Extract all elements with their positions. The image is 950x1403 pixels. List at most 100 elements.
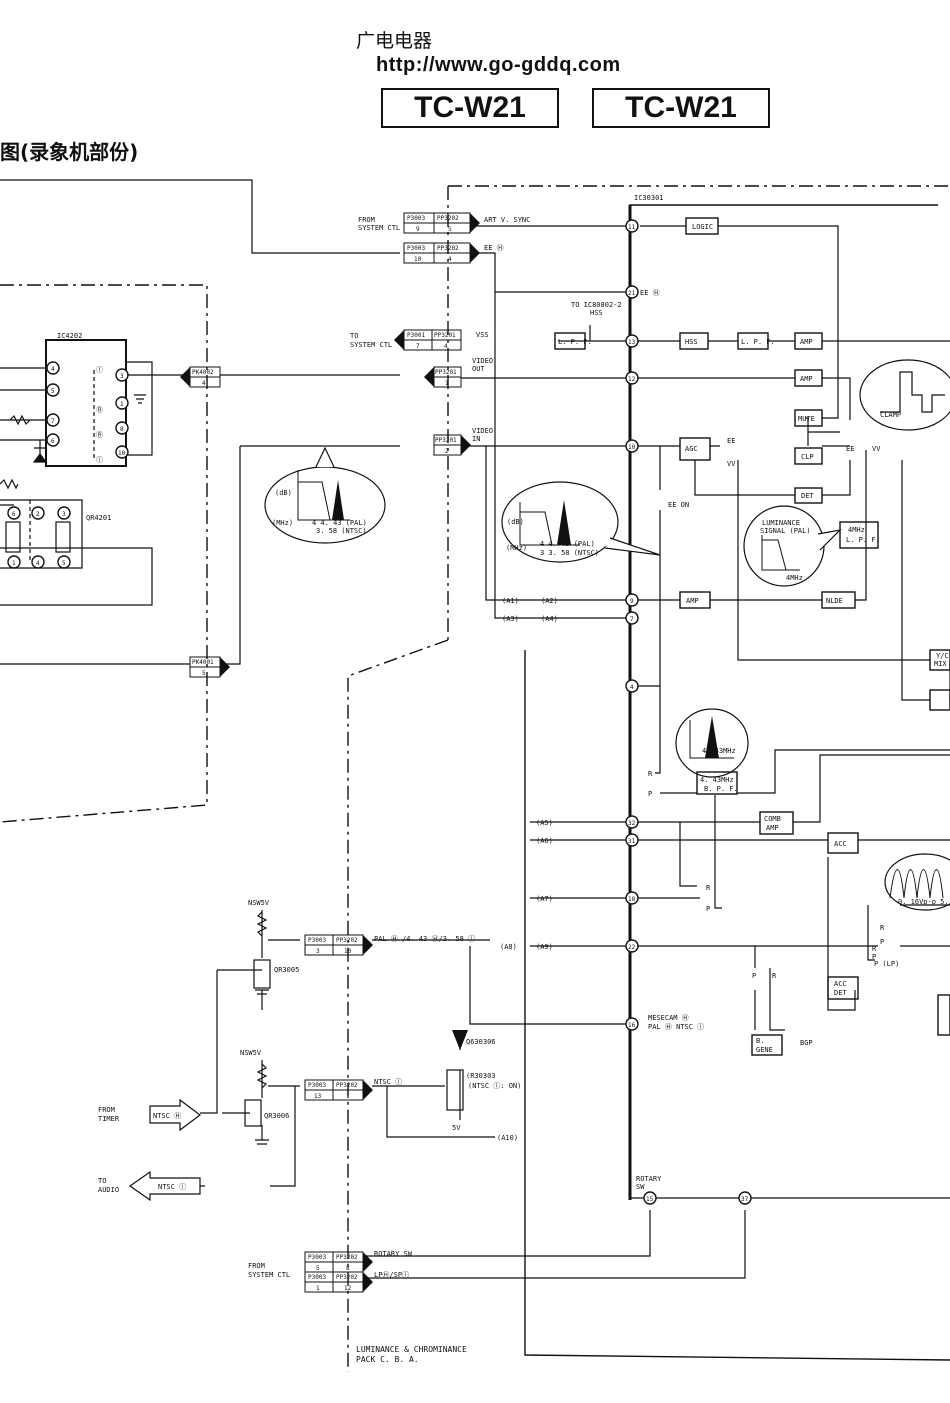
svg-text:5: 5 <box>62 560 66 567</box>
svg-text:AMP: AMP <box>800 375 813 383</box>
svg-text:(A4): (A4) <box>541 615 558 623</box>
svg-text:CLP: CLP <box>801 453 814 461</box>
svg-text:GENE: GENE <box>756 1046 773 1054</box>
svg-text:(dB): (dB) <box>275 489 292 497</box>
svg-text:HSS: HSS <box>685 338 698 346</box>
ic4202-body <box>45 339 127 467</box>
svg-text:5V: 5V <box>452 1124 461 1132</box>
svg-text:22: 22 <box>628 944 636 951</box>
svg-text:(A3): (A3) <box>502 615 519 623</box>
svg-text:PAL Ⓗ NTSC ⓛ: PAL Ⓗ NTSC ⓛ <box>648 1023 704 1031</box>
svg-text:CLAMP: CLAMP <box>880 411 901 419</box>
svg-text:4 4. 43 (PAL): 4 4. 43 (PAL) <box>312 519 367 527</box>
svg-text:Ⓡ: Ⓡ <box>96 406 103 414</box>
svg-text:SYSTEM CTL: SYSTEM CTL <box>248 1271 290 1279</box>
svg-text:ⓛ: ⓛ <box>96 456 103 464</box>
svg-text:13: 13 <box>628 339 636 346</box>
svg-text:L. P. F.: L. P. F. <box>846 536 880 544</box>
svg-text:PP3201: PP3201 <box>434 332 456 339</box>
svg-text:5: 5 <box>202 670 206 677</box>
svg-text:EE Ⓗ: EE Ⓗ <box>640 289 660 297</box>
svg-text:LPⒽ/SPⓛ: LPⒽ/SPⓛ <box>374 1271 409 1279</box>
svg-text:PK4002: PK4002 <box>192 369 214 376</box>
svg-text:NTSC Ⓗ: NTSC Ⓗ <box>153 1112 181 1120</box>
svg-text:31: 31 <box>628 838 636 845</box>
svg-text:TO IC80802-2: TO IC80802-2 <box>571 301 622 309</box>
ground-symbols <box>32 394 269 1145</box>
svg-text:AUDIO: AUDIO <box>98 1186 119 1194</box>
svg-text:VSS: VSS <box>476 331 489 339</box>
svg-text:Ⓡ: Ⓡ <box>96 431 103 439</box>
svg-text:1: 1 <box>445 380 449 387</box>
svg-text:AMP: AMP <box>800 338 813 346</box>
svg-text:(A1): (A1) <box>502 597 519 605</box>
svg-text:PP3202: PP3202 <box>336 1274 358 1281</box>
site-url[interactable]: http://www.go-gddq.com <box>376 54 621 76</box>
svg-text:P: P <box>706 905 710 913</box>
svg-text:IN: IN <box>472 435 480 443</box>
svg-text:TIMER: TIMER <box>98 1115 120 1123</box>
svg-text:NTSC ⓛ: NTSC ⓛ <box>374 1078 402 1086</box>
svg-text:AMP: AMP <box>766 824 779 832</box>
svg-text:5: 5 <box>316 1265 320 1272</box>
svg-text:R: R <box>872 945 877 953</box>
svg-text:3 3. 58 (NTSC): 3 3. 58 (NTSC) <box>540 549 599 557</box>
svg-text:MIX: MIX <box>934 660 947 668</box>
svg-text:VV: VV <box>727 460 736 468</box>
svg-text:ROTARY: ROTARY <box>636 1175 662 1183</box>
filter-peaks <box>332 480 719 758</box>
svg-text:OUT: OUT <box>472 365 485 373</box>
svg-text:PAL Ⓗ /4. 43 Ⓗ/3. 58 ⓛ: PAL Ⓗ /4. 43 Ⓗ/3. 58 ⓛ <box>374 935 475 943</box>
svg-text:P3003: P3003 <box>407 215 425 222</box>
svg-text:4: 4 <box>51 366 55 373</box>
svg-text:4. 43MHz: 4. 43MHz <box>700 776 734 784</box>
svg-text:QR3005: QR3005 <box>274 966 299 974</box>
svg-text:(A7): (A7) <box>536 895 553 903</box>
svg-text:LUMINANCE & CHROMINANCE: LUMINANCE & CHROMINANCE <box>356 1345 467 1354</box>
from-timer-arrow <box>149 1098 201 1132</box>
svg-text:0. 16Vp-p 5.: 0. 16Vp-p 5. <box>898 898 949 906</box>
svg-text:DET: DET <box>801 492 814 500</box>
svg-text:P: P <box>872 953 876 961</box>
svg-text:1: 1 <box>120 401 124 408</box>
svg-text:AMP: AMP <box>686 597 699 605</box>
svg-text:ART V. SYNC: ART V. SYNC <box>484 216 530 224</box>
block-boxes <box>554 217 950 1056</box>
svg-text:PK4001: PK4001 <box>192 659 214 666</box>
to-audio-arrow <box>128 1170 201 1202</box>
svg-text:(dB): (dB) <box>507 518 524 526</box>
svg-text:1: 1 <box>346 1093 350 1100</box>
svg-text:(MHz): (MHz) <box>272 519 293 527</box>
pack-boundary <box>0 185 950 1372</box>
svg-text:3: 3 <box>316 948 320 955</box>
svg-text:MESECAM Ⓗ: MESECAM Ⓗ <box>648 1014 689 1022</box>
svg-text:P3001: P3001 <box>407 332 425 339</box>
svg-text:NSW5V: NSW5V <box>248 899 270 907</box>
svg-text:AGC: AGC <box>685 445 698 453</box>
svg-text:3. 58 (NTSC): 3. 58 (NTSC) <box>316 527 367 535</box>
svg-text:3: 3 <box>62 511 66 518</box>
svg-text:6: 6 <box>12 511 16 518</box>
left-stubs <box>0 367 46 506</box>
svg-text:(A2): (A2) <box>541 597 558 605</box>
svg-text:10: 10 <box>414 256 422 263</box>
svg-text:QR4201: QR4201 <box>86 514 111 522</box>
svg-text:PP3202: PP3202 <box>437 215 459 222</box>
svg-text:4: 4 <box>448 256 452 263</box>
svg-text:BGP: BGP <box>800 1039 813 1047</box>
svg-text:DET: DET <box>834 989 847 997</box>
svg-text:EE Ⓗ: EE Ⓗ <box>484 244 504 252</box>
svg-text:21: 21 <box>628 290 636 297</box>
svg-text:7: 7 <box>416 343 420 350</box>
wiring <box>0 179 950 1279</box>
svg-text:Y/C: Y/C <box>936 652 949 660</box>
svg-text:FROM: FROM <box>248 1262 265 1270</box>
svg-text:FROM: FROM <box>98 1106 115 1114</box>
site-name: 广电电器 <box>356 30 433 52</box>
svg-text:Q630306: Q630306 <box>466 1038 496 1046</box>
svg-text:L. P. F.: L. P. F. <box>741 338 775 346</box>
svg-text:8: 8 <box>120 426 124 433</box>
svg-text:1: 1 <box>316 1285 320 1292</box>
svg-text:4: 4 <box>202 380 206 387</box>
